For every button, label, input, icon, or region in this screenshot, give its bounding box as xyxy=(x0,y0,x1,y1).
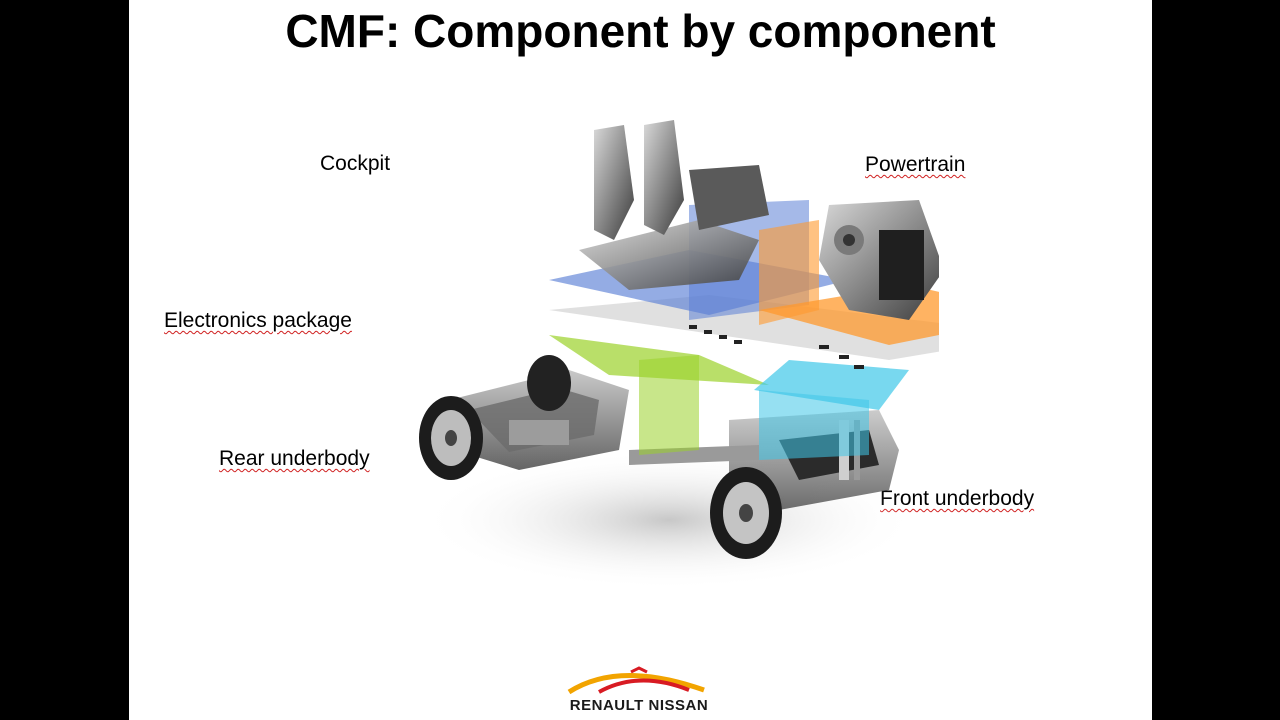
logo-swoosh-icon xyxy=(567,666,705,695)
rear-wheel-icon xyxy=(419,396,483,480)
platform-exploded-illustration xyxy=(419,120,939,590)
label-electronics-package: Electronics package xyxy=(164,309,352,332)
rear-underbody-plane-vertical xyxy=(639,355,699,455)
front-wheel-icon xyxy=(710,467,782,559)
front-underbody-plane-vertical xyxy=(759,390,869,460)
logo-text: RENAULT NISSAN xyxy=(569,697,709,714)
slide: CMF: Component by component Cockpit Powe… xyxy=(129,0,1152,720)
label-front-underbody: Front underbody xyxy=(880,487,1035,510)
powertrain-plane-vertical xyxy=(759,220,819,325)
slide-title: CMF: Component by component xyxy=(285,5,996,57)
rear-wheel-2-icon xyxy=(527,355,571,411)
label-cockpit: Cockpit xyxy=(320,152,391,175)
front-underbody-plane xyxy=(754,360,909,410)
label-powertrain: Powertrain xyxy=(865,153,966,176)
powertrain-module xyxy=(819,200,939,320)
cockpit-module xyxy=(579,120,769,290)
rear-underbody-module xyxy=(449,370,629,470)
renault-nissan-logo: RENAULT NISSAN xyxy=(539,664,739,720)
label-rear-underbody: Rear underbody xyxy=(219,447,370,470)
electronics-chips xyxy=(689,325,864,369)
